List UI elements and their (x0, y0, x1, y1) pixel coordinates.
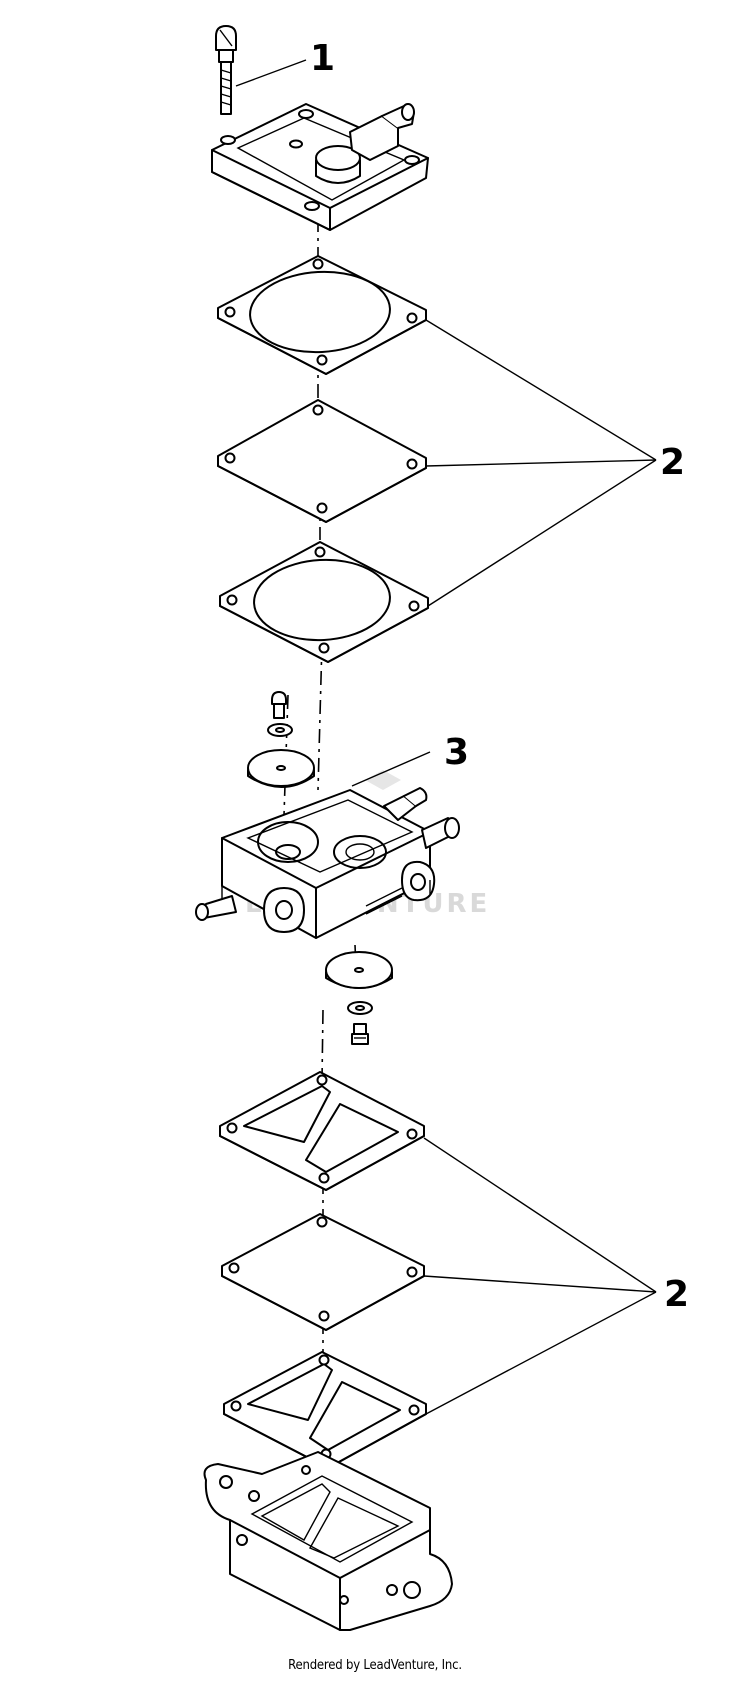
screw-part-1 (215, 25, 237, 115)
callout-labels: 1 2 3 2 (310, 38, 689, 1315)
callout-2-lower: 2 (664, 1274, 689, 1315)
callout-3: 3 (444, 732, 469, 773)
pump-body-part-3 (195, 787, 460, 939)
valve-assembly-lower (325, 951, 393, 1045)
valve-assembly-upper (247, 691, 315, 788)
diaphragm-plain-upper (217, 399, 427, 523)
callout-2-upper: 2 (660, 442, 685, 483)
callout-1: 1 (310, 38, 335, 79)
gasket-round-middle (219, 541, 429, 663)
footer-credit: Rendered by LeadVenture, Inc. (288, 1658, 462, 1673)
diaphragm-plain-lower (221, 1213, 425, 1331)
base-mounting-flange (203, 1451, 453, 1631)
gasket-round-upper (217, 255, 427, 375)
gasket-windows-lower (223, 1351, 427, 1469)
gasket-windows-upper (219, 1071, 425, 1191)
leader-lines (235, 59, 657, 1415)
top-cover (211, 103, 429, 231)
